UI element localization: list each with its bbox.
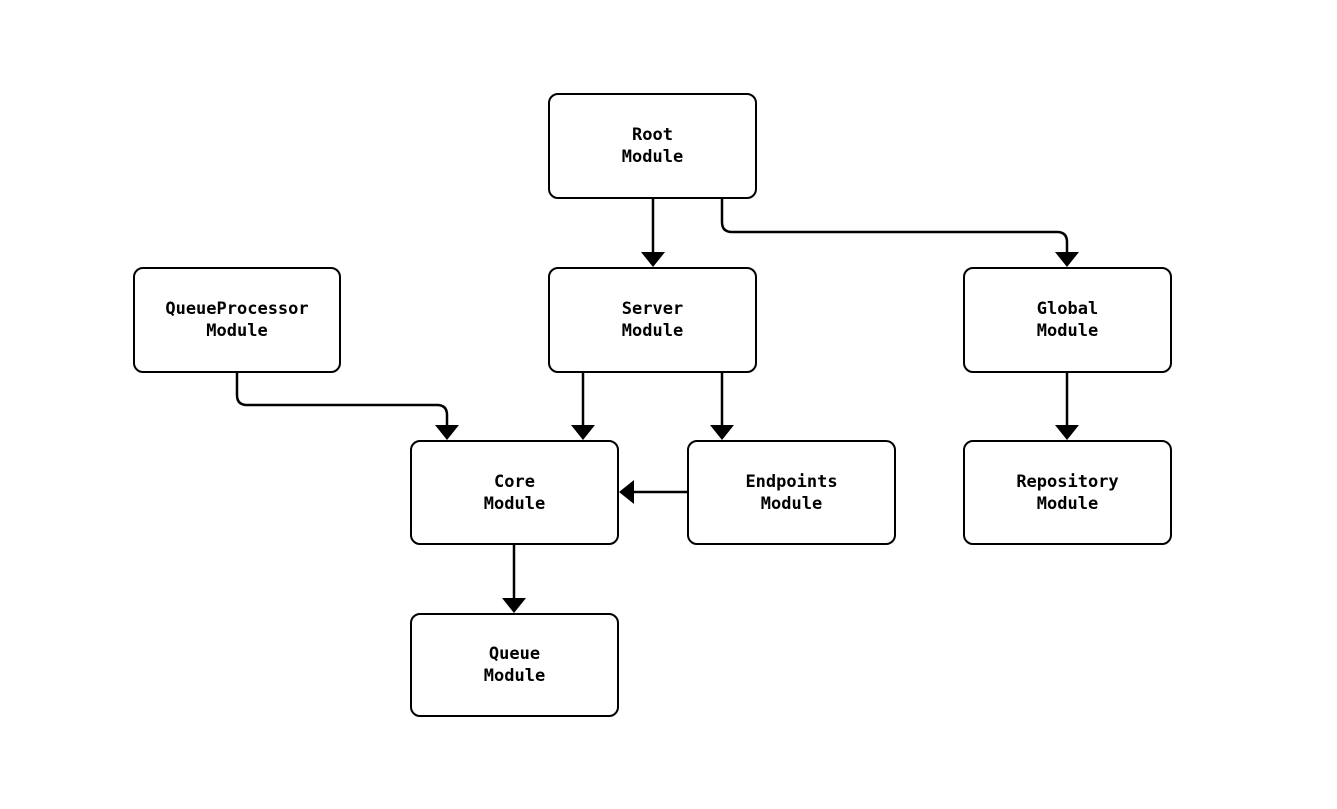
- arrowhead-icon: [435, 425, 459, 440]
- arrowhead-icon: [502, 598, 526, 613]
- edge-queueprocessor-to-core: [235, 373, 449, 428]
- node-label: Root Module: [621, 125, 684, 167]
- arrowhead-icon: [1055, 425, 1079, 440]
- arrowhead-icon: [619, 480, 634, 504]
- node-repository-module: Repository Module: [963, 440, 1172, 545]
- node-label: Repository Module: [1016, 471, 1119, 514]
- node-label: Global Module: [1036, 299, 1099, 341]
- node-label: Server Module: [621, 299, 684, 341]
- arrowhead-icon: [1055, 252, 1079, 267]
- node-label: QueueProcessor Module: [165, 299, 309, 341]
- node-endpoints-module: Endpoints Module: [687, 440, 896, 545]
- node-server-module: Server Module: [548, 267, 757, 373]
- arrowhead-icon: [571, 425, 595, 440]
- arrowhead-icon: [641, 252, 665, 267]
- node-queue-module: Queue Module: [410, 613, 619, 717]
- node-label: Queue Module: [483, 644, 546, 686]
- edge-root-to-global: [720, 199, 1069, 255]
- node-queueprocessor-module: QueueProcessor Module: [133, 267, 341, 373]
- node-label: Endpoints Module: [745, 471, 838, 514]
- arrowhead-icon: [710, 425, 734, 440]
- node-core-module: Core Module: [410, 440, 619, 545]
- node-label: Core Module: [483, 471, 546, 514]
- node-global-module: Global Module: [963, 267, 1172, 373]
- node-root-module: Root Module: [548, 93, 757, 199]
